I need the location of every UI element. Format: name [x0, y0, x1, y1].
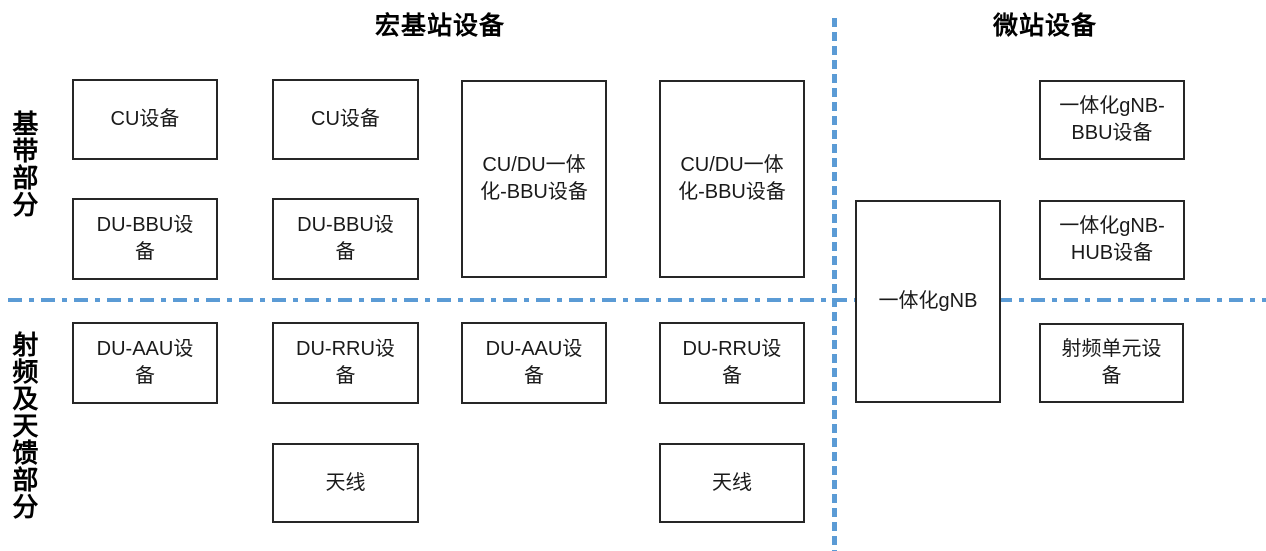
box-antenna-1: 天线: [272, 443, 419, 523]
box-cudu-bbu-1: CU/DU一体 化-BBU设备: [461, 80, 607, 278]
box-antenna-1-label: 天线: [325, 471, 366, 494]
vertical-dashed-divider: [832, 18, 837, 551]
box-du-aau-2-label: DU-AAU设 备: [485, 338, 583, 387]
box-antenna-2-label: 天线: [712, 471, 752, 494]
box-du-rru-1-label: DU-RRU设 备: [296, 338, 395, 387]
box-cudu-bbu-2-label: CU/DU一体 化-BBU设备: [678, 154, 786, 203]
box-integrated-gnb-bbu-label: 一体化gNB- BBU设备: [1059, 95, 1165, 144]
box-integrated-gnb-bbu: 一体化gNB- BBU设备: [1039, 80, 1185, 160]
baseband-section-label: 基带部分: [8, 110, 39, 218]
box-rf-unit: 射频单元设 备: [1039, 323, 1184, 403]
box-du-bbu-1-label: DU-BBU设 备: [96, 214, 194, 263]
micro-station-header: 微站设备: [992, 12, 1097, 40]
box-antenna-2: 天线: [659, 443, 805, 523]
box-integrated-gnb: 一体化gNB: [855, 200, 1001, 403]
box-cu-2: CU设备: [272, 79, 419, 160]
box-du-bbu-2: DU-BBU设 备: [272, 198, 419, 280]
box-cudu-bbu-2: CU/DU一体 化-BBU设备: [659, 80, 805, 278]
horizontal-dashdot-divider: [8, 298, 1266, 302]
box-du-aau-2: DU-AAU设 备: [461, 322, 607, 404]
box-integrated-gnb-hub: 一体化gNB- HUB设备: [1039, 200, 1185, 280]
box-cudu-bbu-1-label: CU/DU一体 化-BBU设备: [480, 154, 588, 203]
box-cu-2-label: CU设备: [311, 108, 380, 130]
macro-station-header: 宏基站设备: [374, 12, 505, 40]
box-du-rru-2: DU-RRU设 备: [659, 322, 805, 404]
box-du-rru-2-label: DU-RRU设 备: [682, 338, 782, 387]
rf-antenna-section-label: 射频及天馈部分: [8, 331, 39, 520]
box-rf-unit-label: 射频单元设 备: [1061, 338, 1162, 387]
box-integrated-gnb-hub-label: 一体化gNB- HUB设备: [1059, 215, 1165, 264]
box-du-aau-1: DU-AAU设 备: [72, 322, 218, 404]
box-du-rru-1: DU-RRU设 备: [272, 322, 419, 404]
box-du-aau-1-label: DU-AAU设 备: [96, 338, 194, 387]
box-du-bbu-1: DU-BBU设 备: [72, 198, 218, 280]
box-integrated-gnb-label: 一体化gNB: [878, 290, 978, 312]
box-cu-1: CU设备: [72, 79, 218, 160]
box-cu-1-label: CU设备: [110, 108, 180, 130]
box-du-bbu-2-label: DU-BBU设 备: [297, 214, 394, 263]
